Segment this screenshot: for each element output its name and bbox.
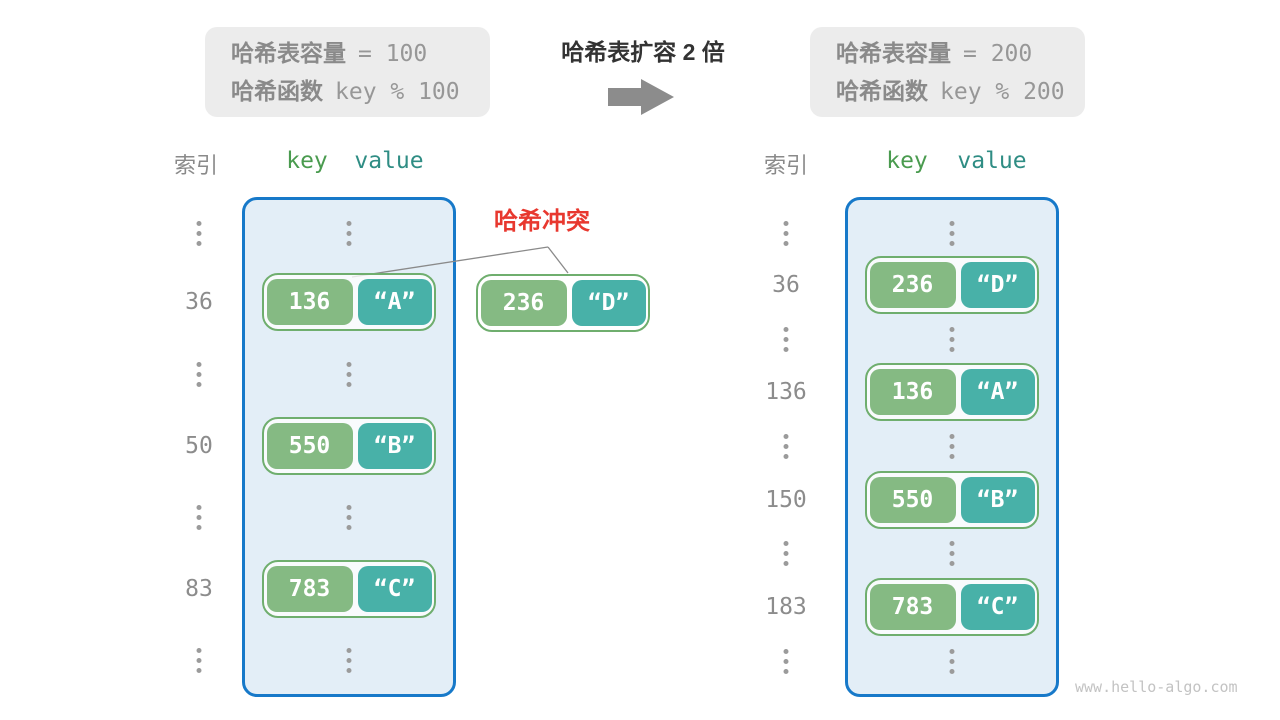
ellipsis-icon	[196, 505, 202, 530]
capacity-line: 哈希表容量 = 200	[836, 35, 1085, 73]
pair-783-C: 783 “C”	[262, 560, 436, 618]
right-header-value: value	[957, 148, 1027, 174]
capacity-value: = 200	[963, 41, 1033, 67]
capacity-value: = 100	[358, 41, 428, 67]
left-header-value: value	[354, 148, 424, 174]
value-cell: “B”	[357, 423, 432, 469]
value-cell: “C”	[960, 584, 1035, 630]
ellipsis-icon	[346, 221, 352, 246]
hash-function-value: key % 100	[335, 79, 460, 105]
key-cell: 236	[480, 280, 567, 326]
key-cell: 550	[869, 477, 956, 523]
capacity-info-box-after: 哈希表容量 = 200 哈希函数 key % 200	[810, 27, 1085, 117]
right-header-key: key	[886, 148, 928, 174]
pair-136-A: 136 “A”	[865, 363, 1039, 421]
ellipsis-icon	[949, 434, 955, 459]
right-index-136: 136	[765, 379, 807, 405]
right-header-index: 索引	[763, 153, 809, 178]
right-index-36: 36	[772, 272, 800, 298]
value-cell: “B”	[960, 477, 1035, 523]
key-cell: 550	[266, 423, 353, 469]
ellipsis-icon	[949, 541, 955, 566]
capacity-info-box-before: 哈希表容量 = 100 哈希函数 key % 100	[205, 27, 490, 117]
ellipsis-icon	[949, 221, 955, 246]
pair-236-D: 236 “D”	[865, 256, 1039, 314]
ellipsis-icon	[196, 221, 202, 246]
ellipsis-icon	[783, 649, 789, 674]
ellipsis-icon	[196, 362, 202, 387]
key-cell: 783	[266, 566, 353, 612]
collision-label: 哈希冲突	[494, 208, 590, 235]
right-arrow-icon	[608, 79, 674, 115]
ellipsis-icon	[783, 541, 789, 566]
ellipsis-icon	[783, 327, 789, 352]
watermark: www.hello-algo.com	[1075, 678, 1238, 696]
left-index-36: 36	[185, 289, 213, 315]
key-cell: 236	[869, 262, 956, 308]
value-cell: “C”	[357, 566, 432, 612]
hash-function-line: 哈希函数 key % 200	[836, 73, 1085, 111]
capacity-label: 哈希表容量	[836, 40, 951, 66]
left-header-key: key	[286, 148, 328, 174]
ellipsis-icon	[346, 648, 352, 673]
capacity-label: 哈希表容量	[231, 40, 346, 66]
left-index-50: 50	[185, 433, 213, 459]
key-cell: 136	[266, 279, 353, 325]
ellipsis-icon	[196, 648, 202, 673]
left-header-index: 索引	[173, 153, 219, 178]
pair-550-B: 550 “B”	[262, 417, 436, 475]
pair-236-D-colliding: 236 “D”	[476, 274, 650, 332]
key-cell: 783	[869, 584, 956, 630]
ellipsis-icon	[346, 505, 352, 530]
ellipsis-icon	[949, 327, 955, 352]
left-index-83: 83	[185, 576, 213, 602]
ellipsis-icon	[783, 221, 789, 246]
value-cell: “A”	[357, 279, 432, 325]
key-cell: 136	[869, 369, 956, 415]
value-cell: “D”	[960, 262, 1035, 308]
hash-function-line: 哈希函数 key % 100	[231, 73, 490, 111]
right-index-150: 150	[765, 487, 807, 513]
hash-function-label: 哈希函数	[231, 78, 323, 104]
ellipsis-icon	[346, 362, 352, 387]
transition-title: 哈希表扩容 2 倍	[561, 39, 725, 65]
value-cell: “D”	[571, 280, 646, 326]
pair-550-B: 550 “B”	[865, 471, 1039, 529]
hash-function-label: 哈希函数	[836, 78, 928, 104]
right-index-183: 183	[765, 594, 807, 620]
ellipsis-icon	[783, 434, 789, 459]
pair-783-C: 783 “C”	[865, 578, 1039, 636]
ellipsis-icon	[949, 649, 955, 674]
pair-136-A: 136 “A”	[262, 273, 436, 331]
capacity-line: 哈希表容量 = 100	[231, 35, 490, 73]
value-cell: “A”	[960, 369, 1035, 415]
hash-function-value: key % 200	[940, 79, 1065, 105]
